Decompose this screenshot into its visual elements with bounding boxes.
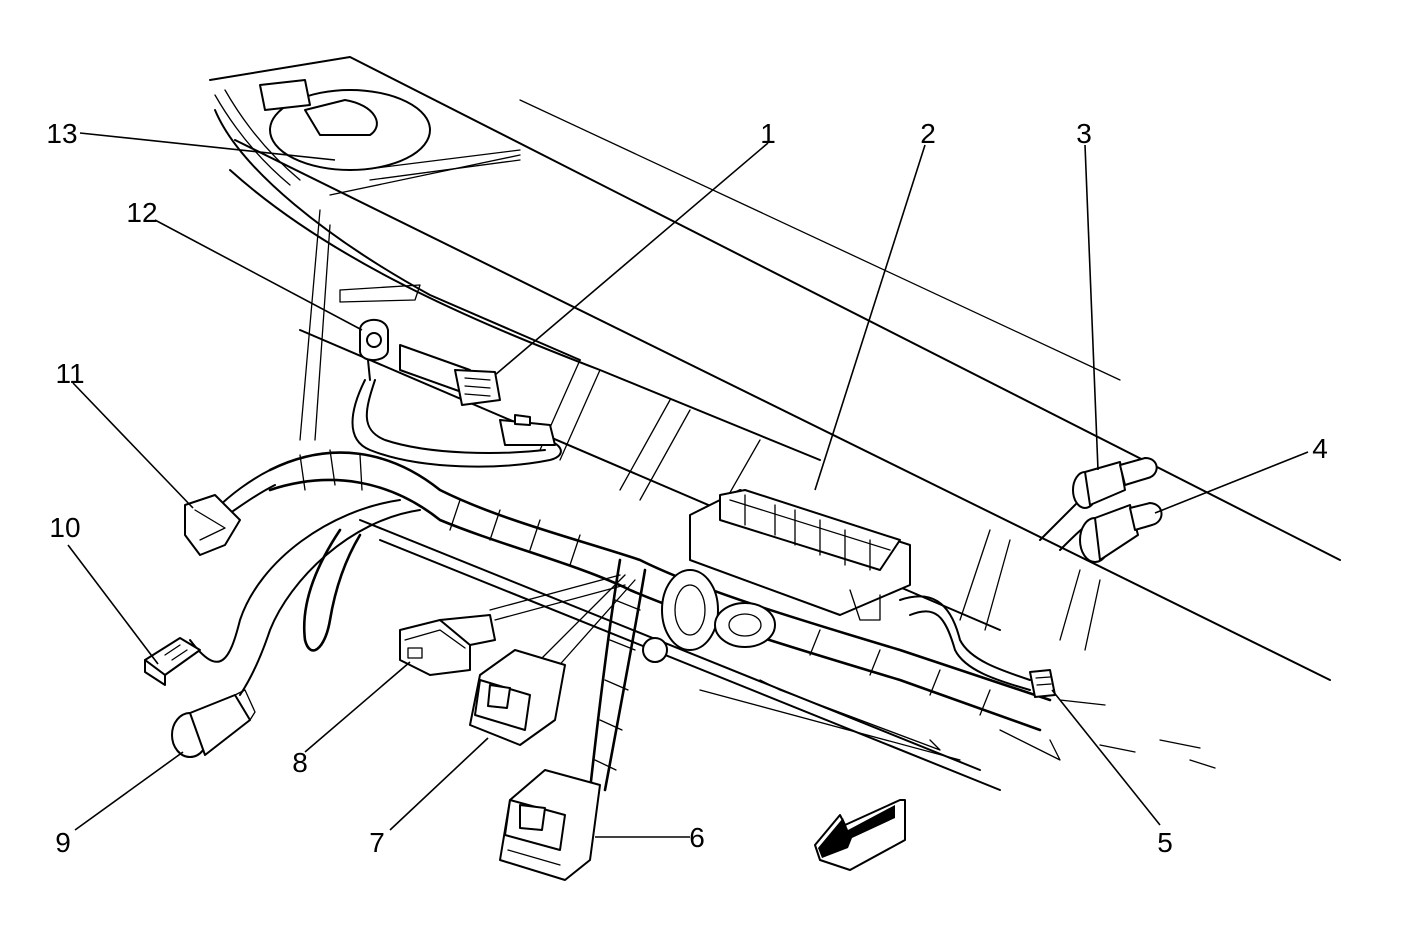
- leader-4: [1154, 451, 1309, 514]
- component-6-connector: [499, 769, 601, 881]
- component-11-connector: [184, 494, 241, 556]
- component-2-junction-block: [689, 489, 911, 621]
- component-12-ground-eyelet: [359, 318, 389, 381]
- leader-1: [494, 142, 769, 376]
- lower-rail: [359, 519, 1216, 791]
- callout-12: 12: [126, 197, 157, 228]
- leader-12: [154, 219, 363, 331]
- leader-13: [79, 132, 336, 161]
- leader-7: [389, 737, 489, 831]
- component-5-connector: [1029, 669, 1056, 698]
- leader-11: [72, 382, 194, 509]
- callout-3: 3: [1076, 118, 1092, 149]
- leader-8: [304, 661, 411, 753]
- leader-2: [814, 144, 926, 491]
- callout-4: 4: [1312, 433, 1328, 464]
- component-4-plug: [1079, 502, 1163, 563]
- component-13-retainer: [214, 79, 521, 186]
- component-8-connector: [399, 614, 496, 676]
- component-10-connector: [144, 637, 201, 686]
- callout-7: 7: [369, 827, 385, 858]
- leader-3: [1084, 144, 1099, 471]
- component-7-connector: [469, 649, 566, 746]
- leader-5: [1051, 689, 1161, 826]
- component-3-plug: [1072, 457, 1158, 509]
- leader-10: [67, 544, 159, 665]
- callout-labels: 1 2 3 4 5 6 7 8 9 10 11 12 13: [46, 118, 1327, 858]
- callout-9: 9: [55, 827, 71, 858]
- main-harness: [189, 379, 1096, 792]
- callout-13: 13: [46, 118, 77, 149]
- callout-1: 1: [760, 118, 776, 149]
- component-1-connector: [399, 344, 556, 446]
- callout-2: 2: [920, 118, 936, 149]
- component-9-connector: [171, 689, 256, 758]
- leader-lines: [67, 132, 1309, 838]
- callout-6: 6: [689, 822, 705, 853]
- callout-11: 11: [55, 358, 84, 389]
- leader-9: [74, 751, 184, 831]
- direction-arrow: [814, 799, 906, 871]
- callout-10: 10: [49, 512, 80, 543]
- callout-5: 5: [1157, 827, 1173, 858]
- callout-8: 8: [292, 747, 308, 778]
